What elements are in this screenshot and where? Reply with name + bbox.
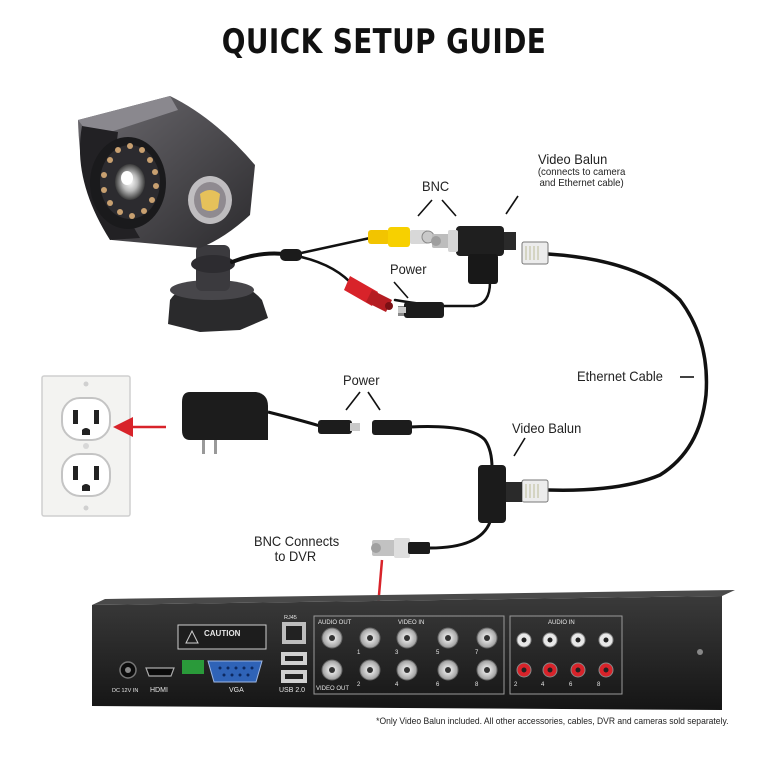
label-video-balun-bottom: Video Balun: [512, 420, 582, 436]
footnote: *Only Video Balun included. All other ac…: [375, 716, 728, 727]
label-ethernet-cable: Ethernet Cable: [577, 368, 663, 384]
label-power-top: Power: [390, 261, 427, 277]
port-number: 6: [436, 682, 440, 688]
dvr-usb-label: USB 2.0: [279, 687, 305, 694]
audio-port-number: 4: [541, 682, 545, 688]
dvr-audio-out-label: AUDIO OUT: [318, 620, 352, 626]
port-number: 1: [357, 650, 361, 656]
label-pointers: [345, 195, 694, 457]
label-power-bottom: Power: [343, 372, 380, 388]
dvr-recorder: CAUTION RJ45 AUDIO OUT VIDEO IN AUDIO IN…: [92, 590, 735, 710]
label-video-balun-top: Video Balun: [538, 151, 608, 167]
security-camera: [78, 96, 268, 332]
audio-port-number: 2: [514, 682, 518, 688]
yellow-bnc-connector: [368, 227, 435, 247]
dvr-caution-label: CAUTION: [204, 629, 241, 638]
audio-port-number: 8: [597, 682, 601, 688]
port-number: 2: [357, 682, 361, 688]
label-bnc: BNC: [422, 178, 450, 194]
dvr-rj45-label: RJ45: [284, 615, 297, 621]
dvr-video-out-label: VIDEO OUT: [316, 686, 349, 692]
port-number: 7: [475, 650, 479, 656]
label-video-balun-note: (connects to camera and Ethernet cable): [531, 167, 632, 189]
dvr-vga-label: VGA: [229, 687, 244, 694]
video-balun-top: [431, 226, 516, 284]
port-number: 3: [395, 650, 399, 656]
bnc-connector-dvr: [371, 538, 430, 558]
dvr-dc-in-label: DC 12V IN: [112, 688, 138, 694]
video-balun-bottom: [478, 465, 522, 523]
power-jack-bottom: [372, 420, 412, 435]
audio-in-ports: [516, 632, 614, 678]
video-in-ports: [359, 627, 498, 681]
power-plug-top: [398, 302, 444, 318]
wall-outlet: [41, 375, 131, 517]
balun-note-line-2: and Ethernet cable): [539, 177, 624, 189]
ethernet-cable: [521, 241, 709, 503]
red-power-connector: [344, 276, 393, 312]
power-adapter: [182, 392, 360, 454]
port-number: 8: [475, 682, 479, 688]
audio-port-number: 6: [569, 682, 573, 688]
label-bnc-connects: BNC Connects to DVR: [254, 533, 340, 564]
dvr-hdmi-label: HDMI: [150, 687, 168, 694]
bnc-connects-line-1: BNC Connects: [254, 533, 340, 549]
dvr-audio-in-label: AUDIO IN: [548, 620, 575, 626]
dvr-video-in-label: VIDEO IN: [398, 620, 424, 626]
bottom-cables: [408, 425, 494, 550]
balun-note-line-1: (connects to camera: [537, 166, 626, 178]
port-number: 4: [395, 682, 399, 688]
port-number: 5: [436, 650, 440, 656]
cable-junction: [280, 249, 302, 261]
page-title: QUICK SETUP GUIDE: [221, 22, 547, 62]
bnc-connects-line-2: to DVR: [274, 548, 317, 564]
